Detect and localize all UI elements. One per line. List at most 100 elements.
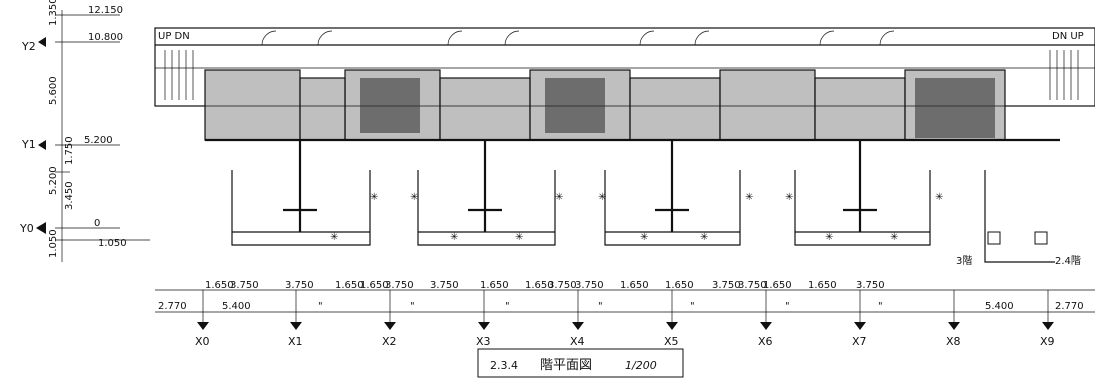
dim-lower-7: " bbox=[785, 301, 790, 312]
dim-lower-1: 5.400 bbox=[222, 301, 251, 312]
axis-arrow bbox=[760, 322, 772, 330]
svg-text:✳: ✳ bbox=[598, 192, 606, 203]
dim-upper-14: 3.750 bbox=[738, 280, 767, 291]
stair-right-label: DN UP bbox=[1052, 31, 1084, 42]
axis-y0-marker bbox=[36, 222, 46, 234]
caption: 2.3.4 階平面図 1/200 bbox=[477, 348, 684, 378]
dim-lower-9: 5.400 bbox=[985, 301, 1014, 312]
dim-upper-1: 3.750 bbox=[230, 280, 259, 291]
axis-x5: X5 bbox=[664, 290, 679, 348]
dim-upper-4: 1.650 bbox=[360, 280, 389, 291]
axis-arrow bbox=[478, 322, 490, 330]
svg-text:✳: ✳ bbox=[825, 232, 833, 243]
axis-x0: X0 bbox=[195, 290, 210, 348]
dim-lower-5: " bbox=[598, 301, 603, 312]
svg-text:✳: ✳ bbox=[515, 232, 523, 243]
partitions bbox=[205, 138, 1060, 232]
axis-arrow bbox=[384, 322, 396, 330]
axis-label: X0 bbox=[195, 335, 210, 348]
axis-arrow bbox=[1042, 322, 1054, 330]
axis-arrow bbox=[290, 322, 302, 330]
axis-x9: X9 bbox=[1040, 290, 1055, 348]
caption-title: 階平面図 bbox=[540, 358, 592, 373]
axis-arrow bbox=[948, 322, 960, 330]
stair-left bbox=[164, 50, 194, 100]
svg-text:✳: ✳ bbox=[890, 232, 898, 243]
axis-x6: X6 bbox=[758, 290, 773, 348]
svg-text:✳: ✳ bbox=[745, 192, 753, 203]
axis-x2: X2 bbox=[382, 290, 397, 348]
svg-text:✳: ✳ bbox=[555, 192, 563, 203]
dim-lower-6: " bbox=[690, 301, 695, 312]
dim-upper-9: 3.750 bbox=[548, 280, 577, 291]
plant-markers: ✳✳ ✳✳ ✳✳ ✳✳ ✳✳ ✳✳ ✳✳ bbox=[330, 192, 943, 243]
axis-x8: X8 bbox=[946, 290, 961, 348]
vdim-2: 1.750 bbox=[64, 136, 75, 165]
caption-scale: 1/200 bbox=[625, 359, 657, 372]
vdim-1: 5.600 bbox=[48, 76, 59, 105]
axis-label: X1 bbox=[288, 335, 303, 348]
balcony-outlines bbox=[231, 170, 1055, 263]
vdim-5: 1.050 bbox=[48, 229, 59, 258]
level-y0: 0 bbox=[94, 218, 100, 229]
svg-text:✳: ✳ bbox=[330, 232, 338, 243]
note-third-floor: 3階 bbox=[956, 255, 972, 267]
building-plan: UP DN DN UP bbox=[154, 27, 1095, 267]
dim-upper-16: 1.650 bbox=[808, 280, 837, 291]
level-y1: 5.200 bbox=[84, 135, 113, 146]
dim-lower-0: 2.770 bbox=[158, 301, 187, 312]
svg-text:✳: ✳ bbox=[410, 192, 418, 203]
axis-x1: X1 bbox=[288, 290, 303, 348]
level-top: 12.150 bbox=[88, 5, 123, 16]
axis-x7: X7 bbox=[852, 290, 867, 348]
axis-y1-marker bbox=[38, 140, 46, 150]
dim-upper-15: 1.650 bbox=[763, 280, 792, 291]
axis-arrow bbox=[197, 322, 209, 330]
dim-upper-0: 1.650 bbox=[205, 280, 234, 291]
axis-label: X3 bbox=[476, 335, 491, 348]
dim-lower-8: " bbox=[878, 301, 883, 312]
dim-upper-6: 3.750 bbox=[430, 280, 459, 291]
axis-label: X5 bbox=[664, 335, 679, 348]
vdim-3: 5.200 bbox=[48, 166, 59, 195]
vdim-0: 1.350 bbox=[48, 0, 59, 26]
svg-text:✳: ✳ bbox=[700, 232, 708, 243]
dim-lower-10: 2.770 bbox=[1055, 301, 1084, 312]
svg-text:✳: ✳ bbox=[450, 232, 458, 243]
level-scale: 12.150 10.800 5.200 0 1.050 1.350 5.600 … bbox=[19, 0, 150, 262]
caption-number: 2.3.4 bbox=[490, 359, 518, 372]
axis-y2-marker bbox=[38, 37, 46, 47]
axis-y1-label: Y1 bbox=[21, 138, 36, 151]
dim-upper-3: 1.650 bbox=[335, 280, 364, 291]
svg-text:✳: ✳ bbox=[785, 192, 793, 203]
svg-text:✳: ✳ bbox=[370, 192, 378, 203]
dim-upper-17: 3.750 bbox=[856, 280, 885, 291]
axis-x3: X3 bbox=[476, 290, 491, 348]
axis-arrow bbox=[854, 322, 866, 330]
svg-text:✳: ✳ bbox=[640, 232, 648, 243]
stair-right bbox=[1049, 50, 1079, 100]
dim-upper-8: 1.650 bbox=[525, 280, 554, 291]
dim-upper-11: 1.650 bbox=[620, 280, 649, 291]
dim-lower-4: " bbox=[505, 301, 510, 312]
dim-upper-5: 3.750 bbox=[385, 280, 414, 291]
axis-label: X4 bbox=[570, 335, 585, 348]
dim-upper-12: 1.650 bbox=[665, 280, 694, 291]
level-bottom: 1.050 bbox=[98, 238, 127, 249]
axis-y2-label: Y2 bbox=[21, 40, 36, 53]
dim-upper-7: 1.650 bbox=[480, 280, 509, 291]
vdim-4: 3.450 bbox=[64, 181, 75, 210]
axis-y0-label: Y0 bbox=[19, 222, 34, 235]
dim-lower-2: " bbox=[318, 301, 323, 312]
dwelling-cores bbox=[360, 78, 995, 138]
note-fourth-floor: 2.4階 bbox=[1055, 255, 1081, 267]
axis-x4: X4 bbox=[570, 290, 585, 348]
dim-upper-2: 3.750 bbox=[285, 280, 314, 291]
level-y2: 10.800 bbox=[88, 32, 123, 43]
stair-left-label: UP DN bbox=[158, 31, 190, 42]
dim-upper-10: 3.750 bbox=[575, 280, 604, 291]
axis-label: X7 bbox=[852, 335, 867, 348]
